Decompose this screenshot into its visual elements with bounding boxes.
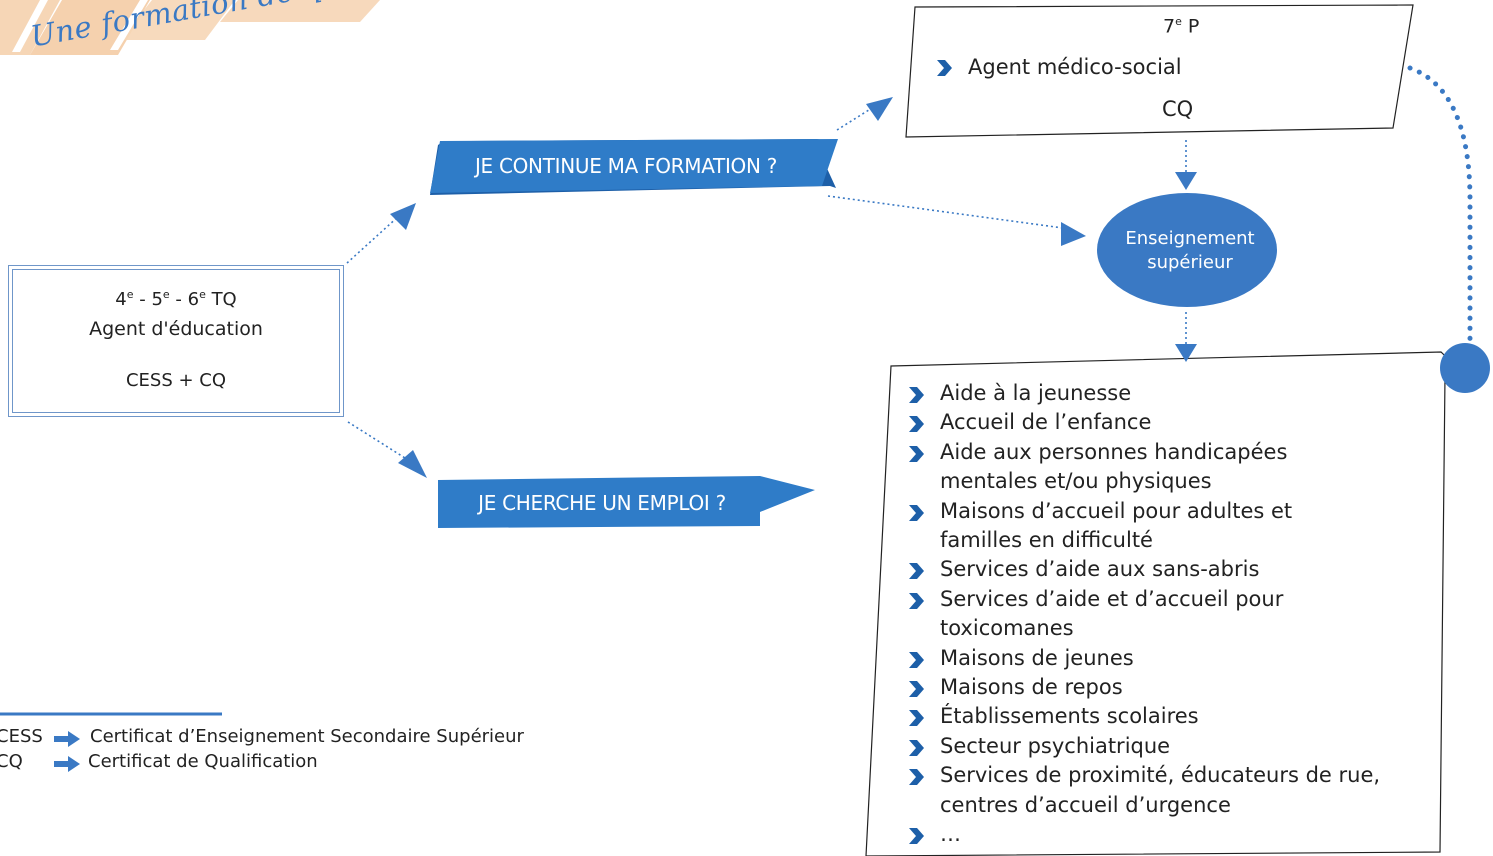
- legend-definition: Certificat de Qualification: [88, 751, 318, 772]
- job-item-continuation: familles en difficulté: [940, 528, 1153, 552]
- chevron-right-icon: [909, 828, 924, 844]
- chevron-right-icon: [909, 769, 924, 786]
- job-item-continuation: mentales et/ou physiques: [940, 469, 1212, 494]
- program-box: 4e - 5e - 6e TQ Agent d'éducation CESS +…: [8, 265, 344, 417]
- years-sup: e: [199, 288, 206, 301]
- higher-ed-line2: supérieur: [1147, 252, 1233, 273]
- years-sup: e: [162, 288, 170, 301]
- chevron-right-icon: [909, 681, 924, 697]
- chevron-right-icon: [909, 651, 924, 668]
- job-banner-label: JE CHERCHE UN EMPLOI ?: [478, 491, 726, 515]
- job-item: Maisons de jeunes: [940, 645, 1134, 670]
- program-title: Agent d'éducation: [89, 318, 263, 340]
- chevron-right-icon: [909, 739, 924, 756]
- legend-definition: Certificat d’Enseignement Secondaire Sup…: [90, 726, 524, 747]
- dotted-curve: [1407, 65, 1473, 345]
- chevron-right-icon: [909, 445, 924, 462]
- chevron-right-icon: [909, 592, 924, 609]
- job-item: Maisons d’accueil pour adultes et: [940, 498, 1293, 523]
- job-item: Aide aux personnes handicapées: [940, 439, 1288, 464]
- year-7-certificate: CQ: [1162, 97, 1194, 121]
- arrowheads: [390, 97, 1197, 478]
- legend-abbr: CQ: [0, 751, 23, 772]
- program-certificate: CESS + CQ: [125, 370, 227, 391]
- year-suffix: P: [1181, 15, 1200, 38]
- years-part: TQ: [205, 289, 237, 310]
- job-item-continuation: toxicomanes: [940, 616, 1074, 641]
- job-item: Services d’aide et d’accueil pour: [940, 586, 1284, 611]
- continue-banner-label: JE CONTINUE MA FORMATION ?: [474, 154, 778, 178]
- years-part: 4: [115, 289, 127, 310]
- higher-ed-ellipse: [1097, 193, 1277, 307]
- job-item: Services de proximité, éducateurs de rue…: [940, 763, 1381, 788]
- arrow-right-icon: [54, 731, 80, 747]
- job-item: …: [940, 822, 961, 846]
- logo-fragment: [0, 0, 380, 55]
- job-item: Établissements scolaires: [940, 704, 1199, 729]
- year-7-box: [905, 4, 1414, 138]
- continue-banner: JE CONTINUE MA FORMATION ?: [436, 146, 816, 186]
- years-part: - 6: [169, 289, 200, 310]
- chevron-right-icon: [937, 60, 952, 76]
- job-item: Aide à la jeunesse: [940, 381, 1132, 405]
- job-item: Services d’aide aux sans-abris: [940, 557, 1260, 582]
- chevron-right-icon: [909, 416, 924, 433]
- job-item-continuation: centres d’accueil d’urgence: [940, 792, 1231, 817]
- connector-dot: [1440, 343, 1490, 393]
- legend-abbr: CESS: [0, 726, 43, 747]
- year-7-label: 7e P: [1163, 15, 1199, 37]
- arrow-right-icon: [54, 756, 80, 772]
- chevron-right-icon: [909, 563, 924, 580]
- chevron-right-icon: [909, 387, 924, 403]
- year-number: 7: [1163, 15, 1176, 38]
- year-7-option: Agent médico-social: [968, 55, 1182, 79]
- job-banner: JE CHERCHE UN EMPLOI ?: [440, 482, 764, 524]
- years-part: - 5: [133, 289, 163, 310]
- connector-lines: [346, 107, 1187, 459]
- year-sup: e: [1175, 15, 1182, 28]
- chevron-right-icon: [909, 504, 924, 521]
- job-item: Maisons de repos: [940, 675, 1123, 699]
- job-item: Secteur psychiatrique: [940, 733, 1171, 758]
- job-item: Accueil de l’enfance: [940, 410, 1152, 435]
- job-banner-shape: [438, 476, 815, 528]
- continue-banner-shape: [430, 139, 838, 195]
- higher-ed-line1: Enseignement: [1125, 228, 1255, 249]
- years-sup: e: [126, 288, 134, 301]
- program-years: 4e - 5e - 6e TQ: [9, 288, 343, 310]
- higher-ed-label: Enseignement supérieur: [1100, 227, 1280, 275]
- chevron-right-icon: [909, 710, 924, 727]
